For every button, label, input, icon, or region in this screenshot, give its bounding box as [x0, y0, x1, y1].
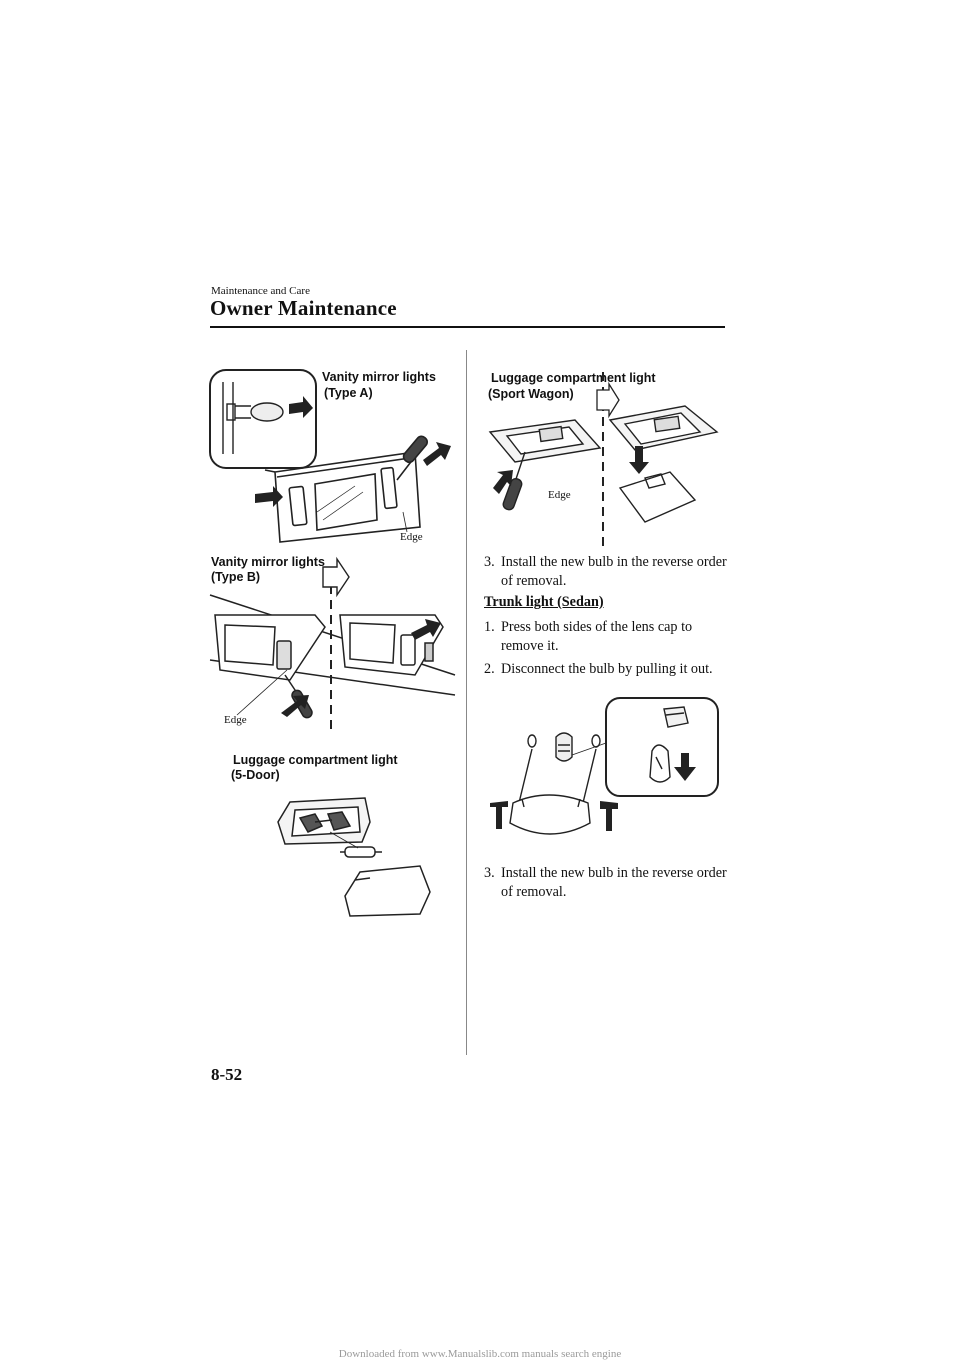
luggage-wagon-caption-line2: (Sport Wagon)	[488, 387, 574, 401]
trunk-step-2: 2. Disconnect the bulb by pulling it out.	[484, 660, 746, 679]
section-label: Maintenance and Care	[211, 285, 310, 297]
luggage-5door-caption-line1: Luggage compartment light	[233, 753, 398, 767]
step-text-line1: Install the new bulb in the reverse orde…	[501, 865, 727, 881]
step-number: 2.	[484, 661, 495, 677]
trunk-light-illustration	[490, 697, 719, 835]
vanity-a-caption-line1: Vanity mirror lights	[322, 370, 436, 384]
luggage-wagon-illustration	[488, 372, 719, 548]
step-text-line2: remove it.	[501, 638, 559, 654]
step-3-install-bulb-trunk: 3. Install the new bulb in the reverse or…	[484, 864, 746, 902]
step-text-line1: Install the new bulb in the reverse orde…	[501, 554, 727, 570]
luggage-wagon-edge-label: Edge	[548, 489, 571, 501]
vanity-b-caption-line1: Vanity mirror lights	[211, 555, 325, 569]
luggage-5door-caption-line2: (5-Door)	[231, 768, 280, 782]
vanity-b-caption-line2: (Type B)	[211, 570, 261, 584]
trunk-step-1: 1. Press both sides of the lens cap to re…	[484, 618, 746, 656]
vanity-a-edge-label: Edge	[400, 531, 423, 543]
vanity-mirror-type-a-illustration	[209, 369, 451, 543]
step-text-line2: of removal.	[501, 884, 567, 900]
luggage-wagon-caption-line1: Luggage compartment light	[491, 371, 656, 385]
vanity-b-edge-label: Edge	[224, 714, 247, 726]
step-text-line2: of removal.	[501, 573, 567, 589]
step-number: 3.	[484, 554, 495, 570]
step-3-install-bulb: 3. Install the new bulb in the reverse or…	[484, 553, 746, 591]
step-number: 1.	[484, 619, 495, 635]
page-number: 8-52	[211, 1065, 243, 1084]
title-rule	[210, 326, 725, 328]
footer-watermark: Downloaded from www.Manualslib.com manua…	[338, 1348, 622, 1360]
vanity-mirror-type-b-illustration	[209, 556, 456, 735]
step-text-line1: Disconnect the bulb by pulling it out.	[501, 661, 713, 677]
step-number: 3.	[484, 865, 495, 881]
step-text-line1: Press both sides of the lens cap to	[501, 619, 693, 635]
luggage-5door-illustration	[277, 797, 431, 917]
page-title: Owner Maintenance	[210, 296, 397, 320]
trunk-light-heading: Trunk light (Sedan)	[484, 594, 604, 610]
vanity-a-caption-line2: (Type A)	[324, 386, 373, 400]
column-divider	[466, 350, 467, 1055]
